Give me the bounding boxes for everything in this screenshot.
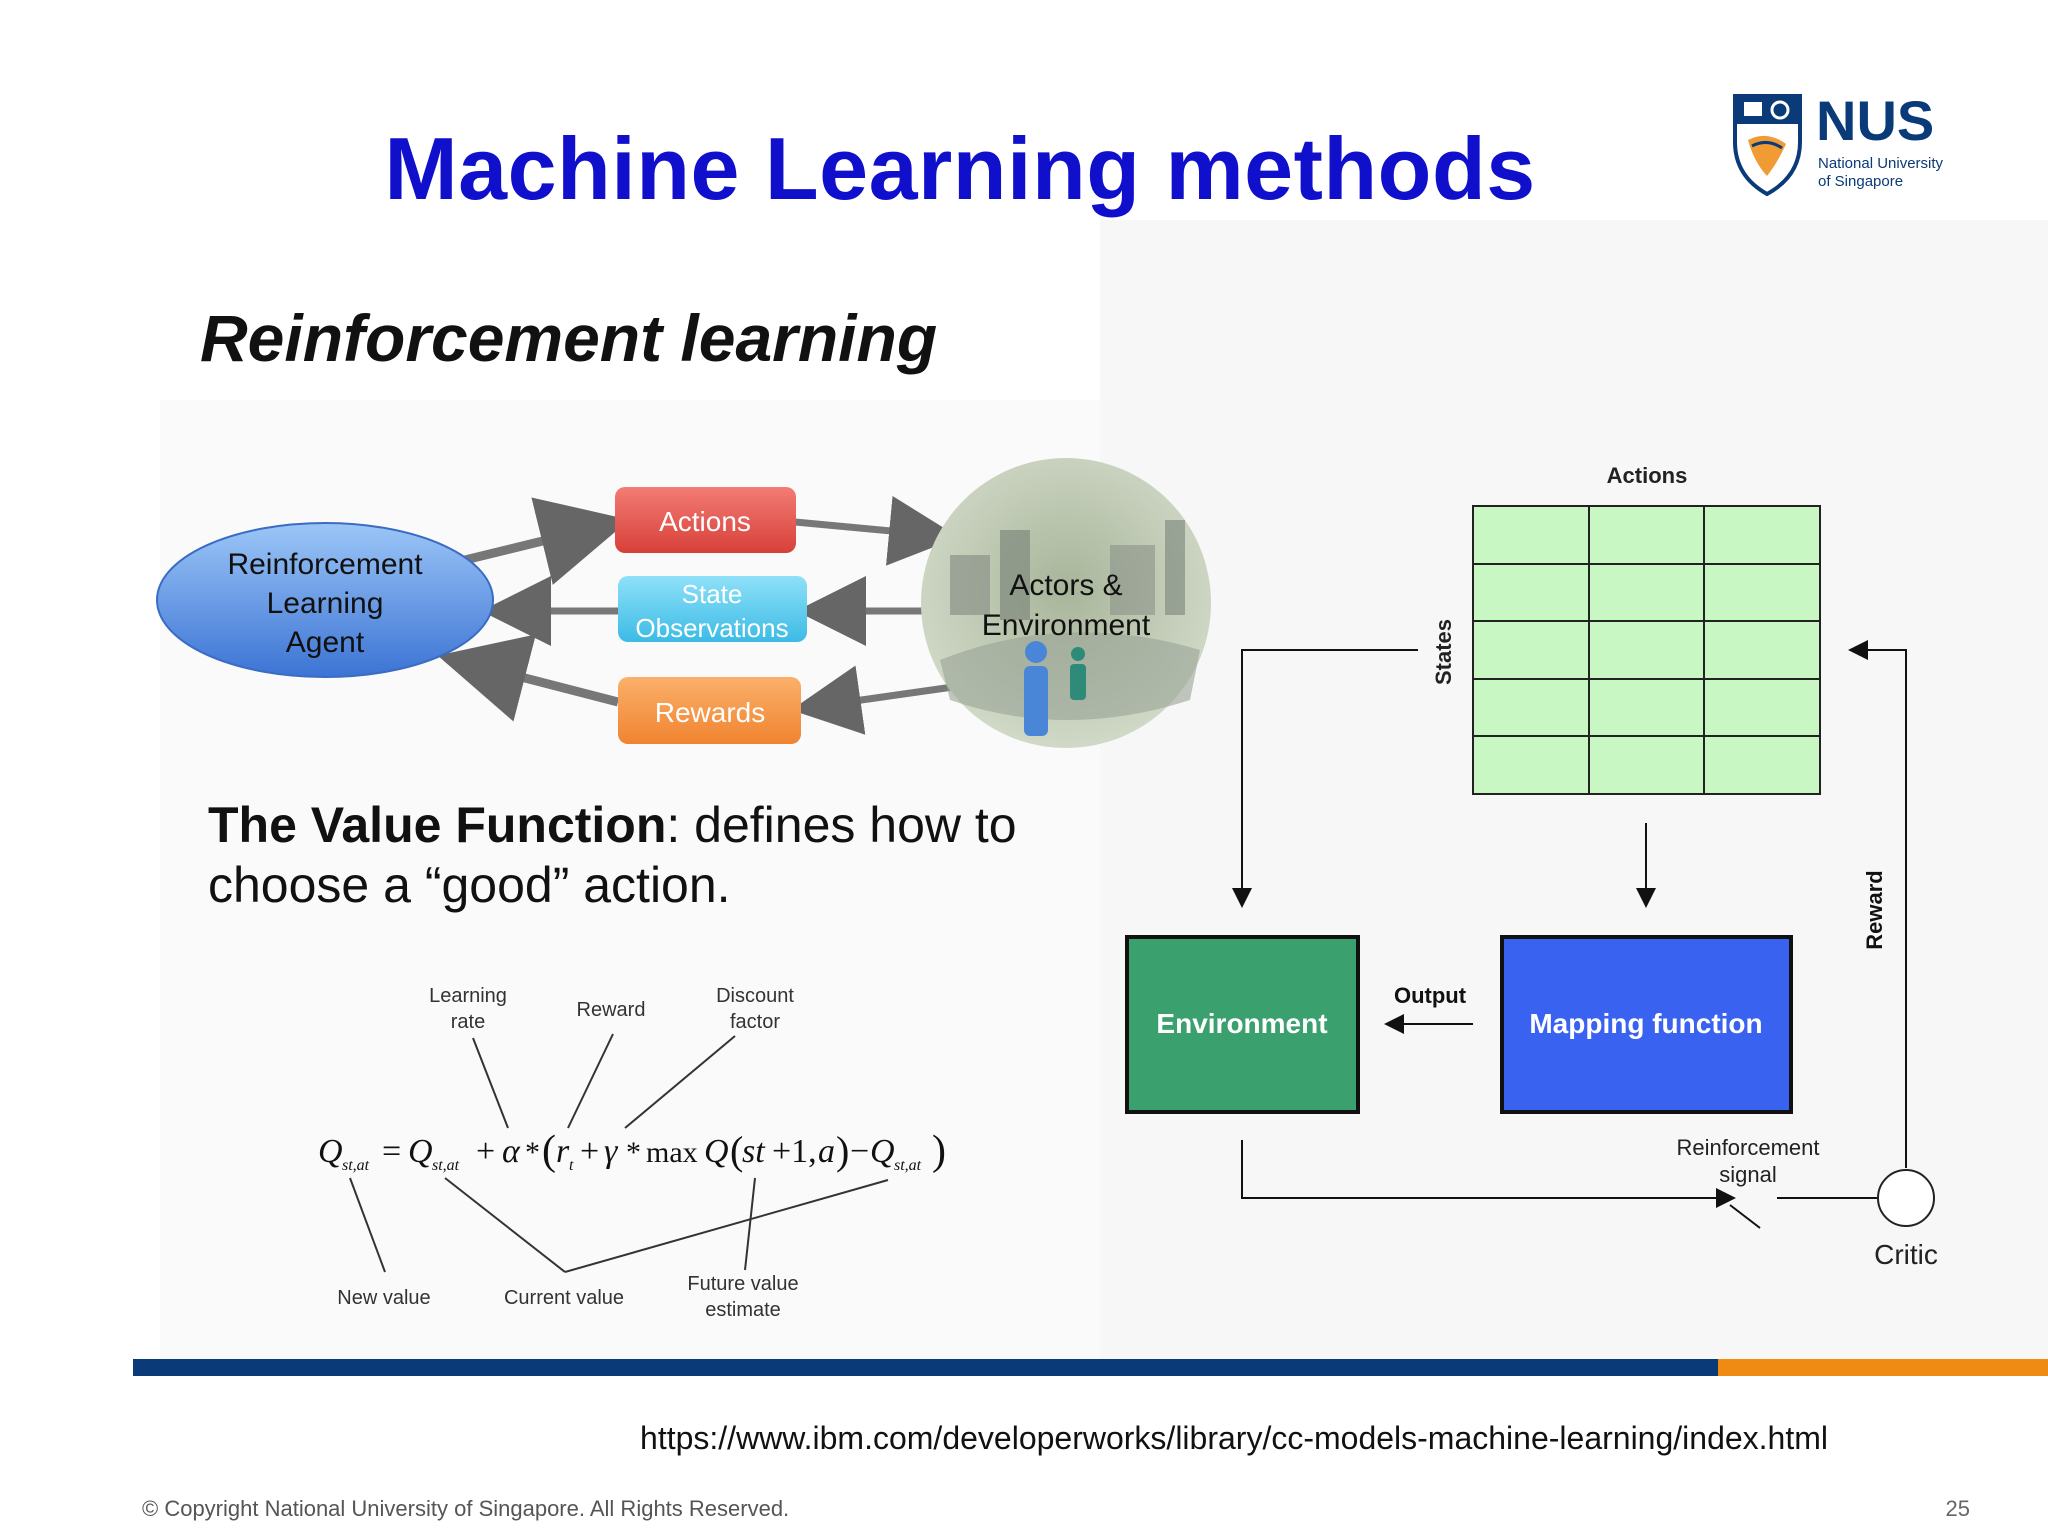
- value-function-term: The Value Function: [208, 797, 667, 853]
- value-function-definition: : defines how to choose a “good” action.: [208, 797, 1017, 913]
- svg-text:Q: Q: [408, 1133, 433, 1170]
- actions-node: [615, 487, 796, 553]
- svg-text:a: a: [818, 1133, 835, 1170]
- label-reward: Reward: [577, 999, 646, 1021]
- state-node: [618, 576, 807, 642]
- svg-text:): ): [932, 1128, 946, 1174]
- label-current-value: Current value: [504, 1287, 624, 1309]
- slide-title: Machine Learning methods: [384, 119, 1536, 218]
- reward-label: Reward: [1862, 870, 1887, 949]
- reinforcement-signal-2: signal: [1719, 1162, 1776, 1187]
- svg-text:max: max: [646, 1136, 698, 1169]
- reinforcement-signal-1: Reinforcement: [1676, 1135, 1819, 1160]
- state-label-2: Observations: [635, 613, 788, 643]
- svg-text:Q: Q: [870, 1133, 895, 1170]
- person-icon-small: [1071, 647, 1085, 661]
- environment-box-label: Environment: [1156, 1008, 1327, 1039]
- svg-text:*: *: [626, 1136, 641, 1169]
- mapping-function-label: Mapping function: [1529, 1008, 1762, 1039]
- q-learning-formula: Q st,at = Q st,at + α * ( r t + γ * max …: [318, 1128, 946, 1174]
- person-icon: [1025, 641, 1047, 663]
- rewards-node: [618, 677, 801, 744]
- states-axis-label: States: [1431, 619, 1456, 685]
- logo-line1: National University: [1818, 155, 1944, 172]
- critic-node: [1877, 1169, 1935, 1227]
- environment-node: Actors & Environment: [921, 458, 1211, 748]
- svg-text:st,at: st,at: [432, 1157, 460, 1174]
- state-label-1: State: [682, 579, 743, 609]
- label-discount-2: factor: [730, 1011, 780, 1033]
- svg-text:Q: Q: [704, 1133, 729, 1170]
- mapping-function-box: [1500, 935, 1793, 1114]
- svg-text:st,at: st,at: [894, 1157, 922, 1174]
- label-learning-rate-2: rate: [451, 1011, 485, 1033]
- footer-bar-orange: [1718, 1359, 2048, 1376]
- nus-logo: NUS National University of Singapore: [1733, 90, 1944, 197]
- label-discount-1: Discount: [716, 985, 794, 1007]
- actions-label: Actions: [659, 506, 751, 537]
- actions-axis-label: Actions: [1607, 463, 1688, 488]
- label-future-1: Future value: [687, 1273, 798, 1295]
- svg-text:(: (: [542, 1128, 556, 1174]
- slide-subtitle: Reinforcement learning: [200, 301, 938, 375]
- svg-text:−: −: [850, 1133, 869, 1170]
- label-new-value: New value: [337, 1287, 430, 1309]
- svg-text:α: α: [502, 1133, 521, 1170]
- svg-text:γ: γ: [604, 1133, 619, 1170]
- q-table-diagram: Actions States: [1431, 463, 1821, 795]
- label-future-2: estimate: [705, 1299, 781, 1321]
- svg-text:st,at: st,at: [342, 1157, 370, 1174]
- svg-text:+1,: +1,: [772, 1133, 817, 1170]
- agent-node: [156, 522, 494, 678]
- logo-line2: of Singapore: [1818, 173, 1903, 190]
- environment-label-2: Environment: [982, 609, 1151, 642]
- agent-label-3: Agent: [286, 626, 365, 659]
- svg-text:): ): [836, 1128, 849, 1173]
- rewards-label: Rewards: [655, 697, 765, 728]
- svg-text:*: *: [525, 1136, 540, 1169]
- logo-name: NUS: [1816, 90, 1934, 152]
- agent-label-2: Learning: [267, 587, 384, 620]
- page-number: 25: [1945, 1496, 1970, 1521]
- svg-text:+: +: [476, 1133, 495, 1170]
- svg-text:(: (: [730, 1128, 743, 1173]
- value-function-text: The Value Function: defines how to choos…: [208, 795, 1028, 915]
- svg-text:Q: Q: [318, 1133, 343, 1170]
- copyright-text: © Copyright National University of Singa…: [142, 1496, 790, 1521]
- svg-text:r: r: [556, 1133, 570, 1170]
- footer-bar-blue: [133, 1359, 1718, 1376]
- agent-label-1: Reinforcement: [227, 548, 423, 581]
- environment-box: [1125, 935, 1360, 1114]
- svg-text:t: t: [569, 1157, 574, 1174]
- output-label: Output: [1394, 983, 1467, 1008]
- svg-text:=: =: [382, 1133, 401, 1170]
- environment-label-1: Actors &: [1009, 569, 1122, 602]
- svg-text:st: st: [742, 1133, 766, 1170]
- svg-text:+: +: [580, 1133, 599, 1170]
- label-learning-rate-1: Learning: [429, 985, 507, 1007]
- critic-label: Critic: [1874, 1239, 1938, 1270]
- source-url: https://www.ibm.com/developerworks/libra…: [640, 1420, 1828, 1456]
- q-table-grid: [1472, 505, 1821, 795]
